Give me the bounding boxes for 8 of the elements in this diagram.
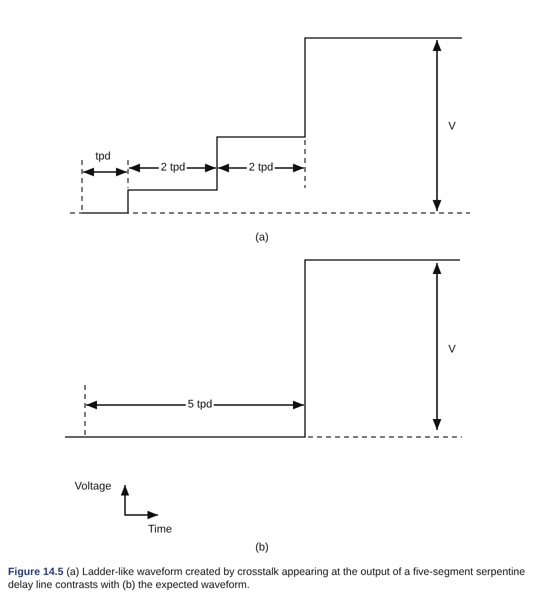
dimension-label: 2 tpd <box>158 162 188 174</box>
panel-label: (a) <box>253 232 271 244</box>
dimension-label: tpd <box>93 150 113 164</box>
dimension-label: 5 tpd <box>186 398 214 412</box>
dimension-label: 2 tpd <box>246 162 276 174</box>
axis-label: Voltage <box>72 480 114 494</box>
figure-caption: Figure 14.5 (a) Ladder-like waveform created by crosstalk appearing at the output of a five-segment serpentine delay line contrasts with (b) the expected waveform. <box>8 566 526 592</box>
panel-label: (b) <box>253 542 271 554</box>
